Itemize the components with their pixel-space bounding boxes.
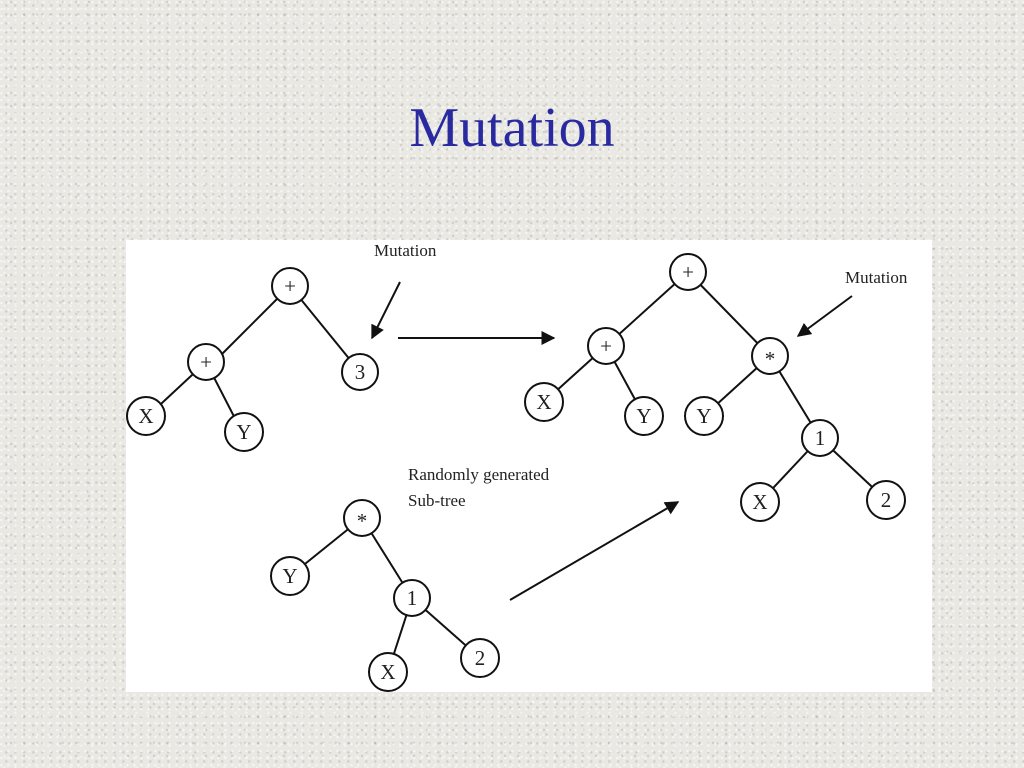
- subtree-node-1: 1: [393, 579, 431, 617]
- mutated-subtree-leaf-2: 2: [866, 480, 906, 520]
- subtree-leaf-x: X: [368, 652, 408, 692]
- mutated-subtree-node-1: 1: [801, 419, 839, 457]
- random-subtree: Randomly generated Sub-tree * Y 1 X: [270, 465, 680, 692]
- insert-subtree-arrow: [509, 501, 680, 601]
- subtree-root-node: *: [343, 499, 381, 537]
- subtree-leaf-2: 2: [460, 638, 500, 678]
- mutation-pointer-arrow-left: [371, 281, 401, 340]
- diagram-canvas: + + 3 X Y Mutation: [126, 241, 908, 692]
- svg-text:X: X: [138, 404, 153, 428]
- svg-text:X: X: [752, 490, 767, 514]
- svg-text:+: +: [200, 350, 212, 374]
- original-left-node: +: [187, 343, 225, 381]
- mutated-subtree-leaf-x: X: [740, 482, 780, 522]
- svg-text:Y: Y: [282, 564, 297, 588]
- svg-text:1: 1: [815, 426, 826, 450]
- svg-text:Y: Y: [696, 404, 711, 428]
- mutation-pointer-arrow-right: [796, 295, 853, 337]
- svg-text:X: X: [536, 390, 551, 414]
- svg-text:Y: Y: [236, 420, 251, 444]
- original-root-node: +: [271, 267, 309, 305]
- svg-text:*: *: [765, 347, 776, 371]
- original-right-node-replaced: 3: [341, 353, 379, 391]
- svg-text:X: X: [380, 660, 395, 684]
- svg-text:+: +: [600, 334, 612, 358]
- svg-text:+: +: [284, 274, 296, 298]
- mutated-left-node: +: [587, 327, 625, 365]
- svg-text:3: 3: [355, 360, 366, 384]
- slide-title: Mutation: [409, 97, 615, 159]
- mutation-label-right: Mutation: [845, 268, 908, 287]
- subtree-caption-line2: Sub-tree: [408, 491, 466, 510]
- svg-text:Y: Y: [636, 404, 651, 428]
- mutated-inserted-node: *: [751, 337, 789, 375]
- mutated-leaf-y: Y: [624, 396, 664, 436]
- subtree-caption-line1: Randomly generated: [408, 465, 550, 484]
- subtree-leaf-y: Y: [270, 556, 310, 596]
- mutated-leaf-x: X: [524, 382, 564, 422]
- svg-text:*: *: [357, 509, 368, 533]
- mutated-subtree-leaf-y: Y: [684, 396, 724, 436]
- mutation-label-left: Mutation: [374, 241, 437, 260]
- original-leaf-y: Y: [224, 412, 264, 452]
- original-leaf-x: X: [126, 396, 166, 436]
- svg-text:2: 2: [475, 646, 486, 670]
- mutated-root-node: +: [669, 253, 707, 291]
- mutation-diagram: + + 3 X Y Mutation: [126, 240, 932, 692]
- edge: [687, 271, 771, 357]
- svg-text:2: 2: [881, 488, 892, 512]
- original-tree: + + 3 X Y Mutation: [126, 241, 437, 452]
- mutated-tree: + + * X Y Y 1: [524, 253, 908, 522]
- svg-text:1: 1: [407, 586, 418, 610]
- svg-text:+: +: [682, 260, 694, 284]
